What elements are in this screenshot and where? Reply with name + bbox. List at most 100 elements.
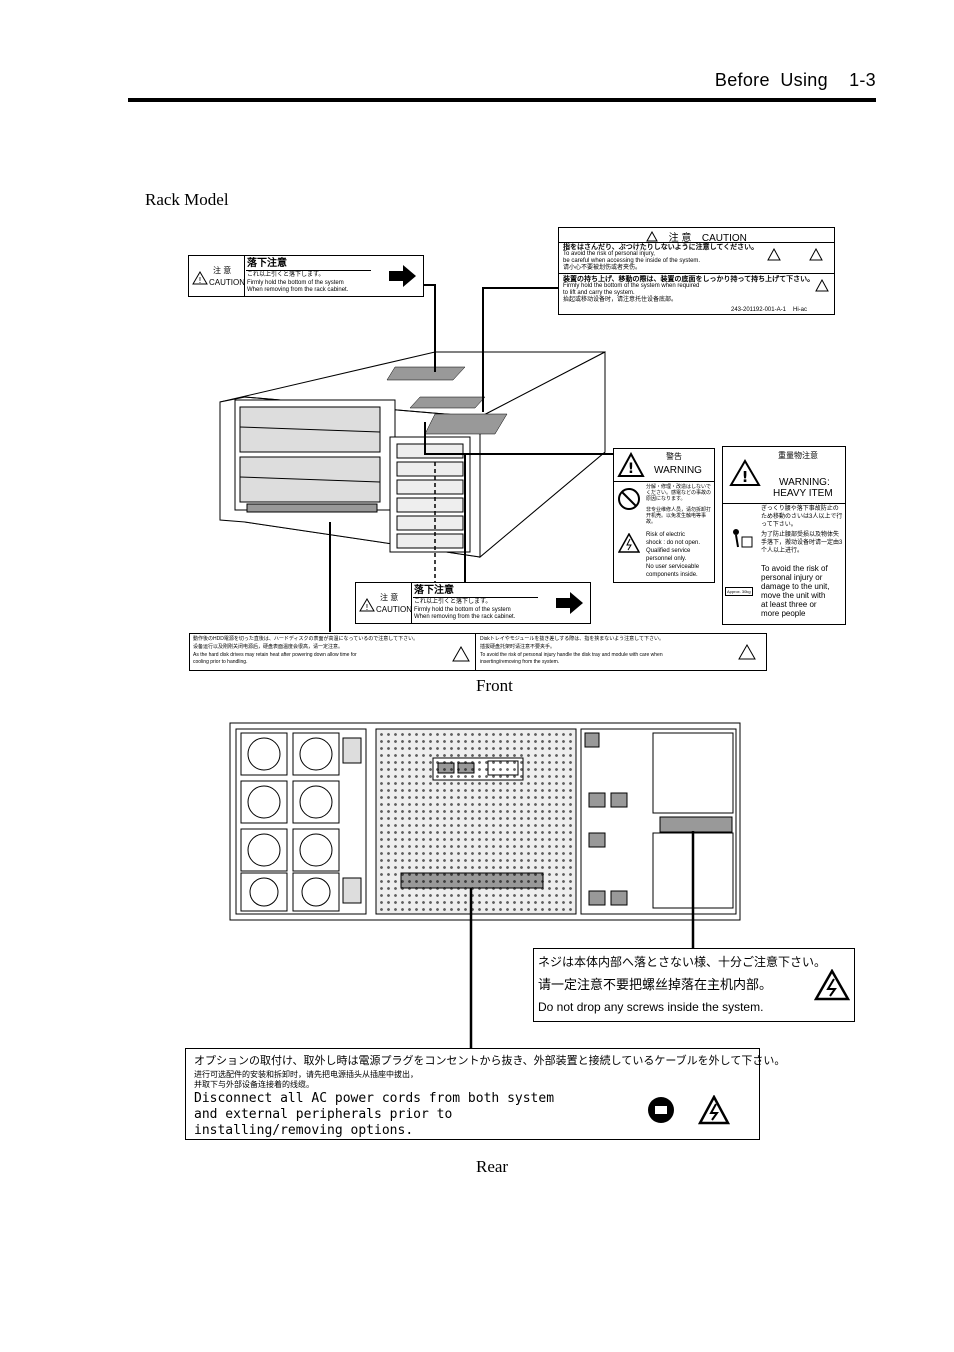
- title-jp: 注 意: [668, 233, 692, 244]
- ac-jp: オプションの取付け、取外し時は電源プラグをコンセントから抜き、外部装置と接続して…: [194, 1055, 786, 1067]
- screw-caution-label: ネジは本体内部へ落とさない様、十分ご注意下さい。 请一定注意不要把螺丝掉落在主机…: [533, 948, 855, 1022]
- en-line-2: shock : do not open.: [646, 540, 701, 546]
- electric-shock-icon: [618, 533, 640, 553]
- en-title-2: HEAVY ITEM: [773, 488, 833, 499]
- unplug-icon: [648, 1097, 674, 1123]
- left-cn: 设备运行以及刚刚关闭电源后，硬盘表面温度会很高，请一定注意。: [193, 644, 344, 650]
- warning-triangle-icon: !: [729, 459, 761, 486]
- weight: Approx. 30kg: [725, 587, 753, 596]
- jp-note: 注 意: [213, 266, 232, 275]
- arrow-right-icon: [389, 265, 416, 287]
- en-line-4: personnel only.: [646, 556, 687, 562]
- right-cn: 插拔硬盘托架时请注意不要夹手。: [480, 644, 556, 650]
- ac-cn1: 进行可选配件的安装和拆卸时，请先把电源插头从插座中拔出，: [194, 1070, 418, 1079]
- ac-cn2: 并取下与外部设备连接着的线缆。: [194, 1080, 314, 1089]
- person-lifting-icon: [733, 529, 753, 548]
- jp-title: 警告: [666, 452, 682, 461]
- l1-en1: To avoid the risk of personal injury,: [563, 251, 655, 257]
- hand-crush-icon: [809, 248, 823, 261]
- warning-label: ! 警告 WARNING 分解・修理・改造はしないでください。感電などの事故の原…: [613, 448, 715, 583]
- en-line-1: Firmly hold the bottom of the system: [414, 607, 511, 613]
- rear-figure: ネジは本体内部へ落とさない様、十分ご注意下さい。 请一定注意不要把螺丝掉落在主机…: [133, 703, 871, 1158]
- jp-title: 落下注意: [247, 258, 287, 269]
- no-disassembly-icon: [618, 488, 640, 510]
- caution-drop-label-top: ! 注 意 CAUTION 落下注意 これ以上引くと落下します。 Firmly …: [188, 255, 424, 297]
- code: 243-201192-001-A-1: [731, 307, 786, 313]
- ac-en3: installing/removing options.: [194, 1123, 414, 1138]
- en-line-3: Qualified service: [646, 548, 691, 554]
- en-line-1: Risk of electric: [646, 532, 686, 538]
- l1-cn: 请小心不要被划伤或者夹伤。: [563, 265, 642, 271]
- warning-triangle-icon: [646, 230, 659, 242]
- en-line-3: damage to the unit,: [761, 582, 830, 591]
- electric-shock-icon: [814, 969, 850, 1001]
- warning-triangle-icon: !: [617, 452, 645, 477]
- front-caption: Front: [476, 676, 513, 695]
- svg-text:!: !: [198, 276, 201, 285]
- jp-title: 落下注意: [414, 585, 454, 596]
- cn-text: 为了防止腰部受损以及物体失手落下，搬动设备时请一定由3个人以上进行。: [761, 532, 843, 554]
- jp-line: これ以上引くと落下します。: [414, 599, 492, 605]
- title-en: CAUTION: [701, 233, 747, 244]
- jp-title: 重量物注意: [778, 451, 818, 460]
- l1-jp: 指をはさんだり、ぶつけたりしないように注意してください。: [563, 244, 759, 251]
- l2-jp: 装置の持ち上げ、移動の際は、装置の底面をしっかり持って持ち上げて下さい。: [563, 276, 815, 283]
- caution-label-top-right: 注 意 CAUTION 指をはさんだり、ぶつけたりしないように注意してください。…: [558, 227, 835, 315]
- heavy-item-label: ! 重量物注意 WARNING: HEAVY ITEM ぎっくり腰や落下事故防止…: [722, 446, 846, 625]
- electric-shock-icon: [698, 1095, 730, 1125]
- front-figure: ! 注 意 CAUTION 落下注意 これ以上引くと落下します。 Firmly …: [135, 222, 865, 677]
- warning-triangle-icon: !: [192, 271, 208, 285]
- en-title-1: WARNING:: [779, 477, 830, 488]
- l2-cn: 抬起或移动设备时，请注意托住设备底部。: [563, 297, 678, 303]
- right-en2: inserting/removing from the system.: [480, 659, 560, 665]
- left-en1: As the hard disk drives may retain heat …: [193, 652, 357, 658]
- caution-drop-label-bottom: ! 注 意 CAUTION 落下注意 これ以上引くと落下します。 Firmly …: [355, 582, 591, 624]
- jp-line: これ以上引くと落下します。: [247, 272, 325, 278]
- svg-text:!: !: [628, 461, 634, 477]
- en-line-4: move the unit with: [761, 591, 826, 600]
- left-jp: 動作後のHDD電源を切った直後は、ハードディスクの表面が高温になっているので注意…: [193, 636, 419, 642]
- section-label: Rack Model: [145, 190, 229, 209]
- svg-text:!: !: [365, 603, 368, 612]
- hand-pinch-icon: [767, 248, 781, 261]
- en-line-6: more people: [761, 609, 806, 618]
- en-line-2: personal injury or: [761, 573, 823, 582]
- en-line-5: at least three or: [761, 600, 817, 609]
- warning-triangle-icon: !: [359, 598, 375, 612]
- hot-surface-icon: [452, 646, 470, 662]
- jp-text: 分解・修理・改造はしないでください。感電などの事故の原因になります。: [646, 484, 712, 502]
- en-title: WARNING: [654, 465, 702, 476]
- en-line-5: No user serviceable: [646, 564, 700, 570]
- en-line-1: Firmly hold the bottom of the system: [247, 280, 344, 286]
- lift-warning-icon: [815, 279, 829, 292]
- en-line-2: When removing from the rack cabinet.: [414, 614, 516, 620]
- hdd-caution-label: 動作後のHDD電源を切った直後は、ハードディスクの表面が高温になっているので注意…: [189, 633, 767, 671]
- en-line-6: components inside.: [646, 572, 698, 578]
- ac-en1: Disconnect all AC power cords from both …: [194, 1091, 555, 1106]
- brand: Hi-ac: [793, 307, 808, 313]
- page-header: Before Using 1-3: [128, 66, 876, 96]
- pinch-warning-icon: [738, 644, 756, 660]
- en-line-1: To avoid the risk of: [761, 564, 828, 573]
- rear-caption: Rear: [476, 1157, 509, 1176]
- ac-en2: and external peripherals prior to: [194, 1107, 453, 1122]
- l2-en2: to lift and carry the system.: [563, 290, 635, 296]
- arrow-right-icon: [556, 592, 583, 614]
- screw-en: Do not drop any screws inside the system…: [538, 1000, 764, 1014]
- l2-en1: Firmly hold the bottom of the system whe…: [563, 283, 700, 289]
- header-rule: [128, 98, 876, 102]
- left-en2: cooling prior to handling.: [193, 659, 248, 665]
- en-line-2: When removing from the rack cabinet.: [247, 287, 349, 293]
- header-text: Before Using 1-3: [714, 70, 876, 90]
- l1-en2: be careful when accessing the inside of …: [563, 258, 701, 264]
- vent-mesh: [378, 731, 574, 912]
- front-server-drawing: [219, 284, 613, 632]
- cn-text: 非专业维修人员，请勿拆卸打开机壳。以免发生触电等事故。: [646, 507, 712, 525]
- right-jp: Diskトレイやモジュールを抜き差しする際は、指を挟まないよう注意して下さい。: [480, 636, 665, 642]
- caution-text: CAUTION: [209, 278, 245, 287]
- screw-cn: 请一定注意不要把螺丝掉落在主机内部。: [538, 977, 773, 992]
- caution-text: CAUTION: [376, 605, 412, 614]
- ac-power-caution-label: オプションの取付け、取外し時は電源プラグをコンセントから抜き、外部装置と接続して…: [185, 1048, 785, 1140]
- screw-jp: ネジは本体内部へ落とさない様、十分ご注意下さい。: [538, 955, 827, 969]
- right-en1: To avoid the risk of personal injury han…: [480, 652, 663, 658]
